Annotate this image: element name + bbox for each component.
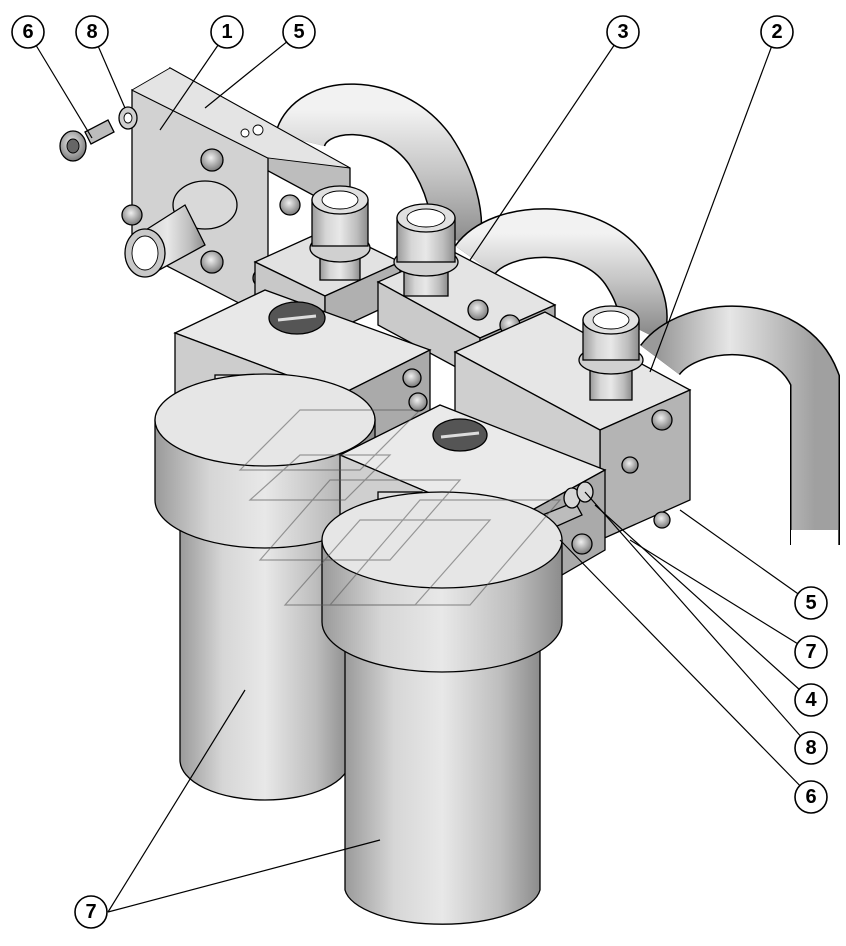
callout-2: 2	[760, 15, 794, 49]
svg-text:8: 8	[86, 21, 97, 43]
svg-text:4: 4	[805, 689, 817, 711]
callout-8-right: 8	[794, 731, 828, 765]
svg-text:6: 6	[805, 786, 816, 808]
middle-port-fitting	[393, 203, 459, 297]
left-head-side-bolts	[402, 368, 428, 412]
return-pipe-rear	[274, 83, 483, 246]
right-block-bolts	[621, 409, 673, 529]
callout-7-bottom: 7	[74, 895, 108, 929]
callout-4: 4	[794, 683, 828, 717]
callout-6-top: 6	[11, 15, 45, 49]
front-filter-bowl	[321, 491, 563, 925]
svg-text:8: 8	[805, 737, 816, 759]
left-filter-bowl	[154, 373, 376, 801]
outlet-pipe-right	[640, 305, 840, 560]
callout-6-right: 6	[794, 780, 828, 814]
inlet-fitting	[124, 180, 238, 278]
svg-text:5: 5	[293, 21, 304, 43]
svg-text:3: 3	[617, 21, 628, 43]
callout-1: 1	[210, 15, 244, 49]
callout-3: 3	[606, 15, 640, 49]
svg-text:6: 6	[22, 21, 33, 43]
svg-text:7: 7	[85, 901, 96, 923]
svg-text:1: 1	[221, 21, 232, 43]
svg-text:7: 7	[805, 641, 816, 663]
svg-text:2: 2	[771, 21, 782, 43]
right-port-fitting	[578, 305, 644, 401]
callout-7-right: 7	[794, 635, 828, 669]
watermark-logo	[238, 409, 562, 606]
loose-washer	[118, 106, 138, 130]
rear-port-fitting	[309, 185, 371, 281]
leader-lines	[27, 31, 812, 913]
callout-5-right: 5	[794, 586, 828, 620]
return-pipe-middle	[454, 208, 668, 342]
callout-5-top: 5	[282, 15, 316, 49]
callout-8-top: 8	[75, 15, 109, 49]
loose-bolt	[59, 119, 115, 162]
svg-text:5: 5	[805, 592, 816, 614]
